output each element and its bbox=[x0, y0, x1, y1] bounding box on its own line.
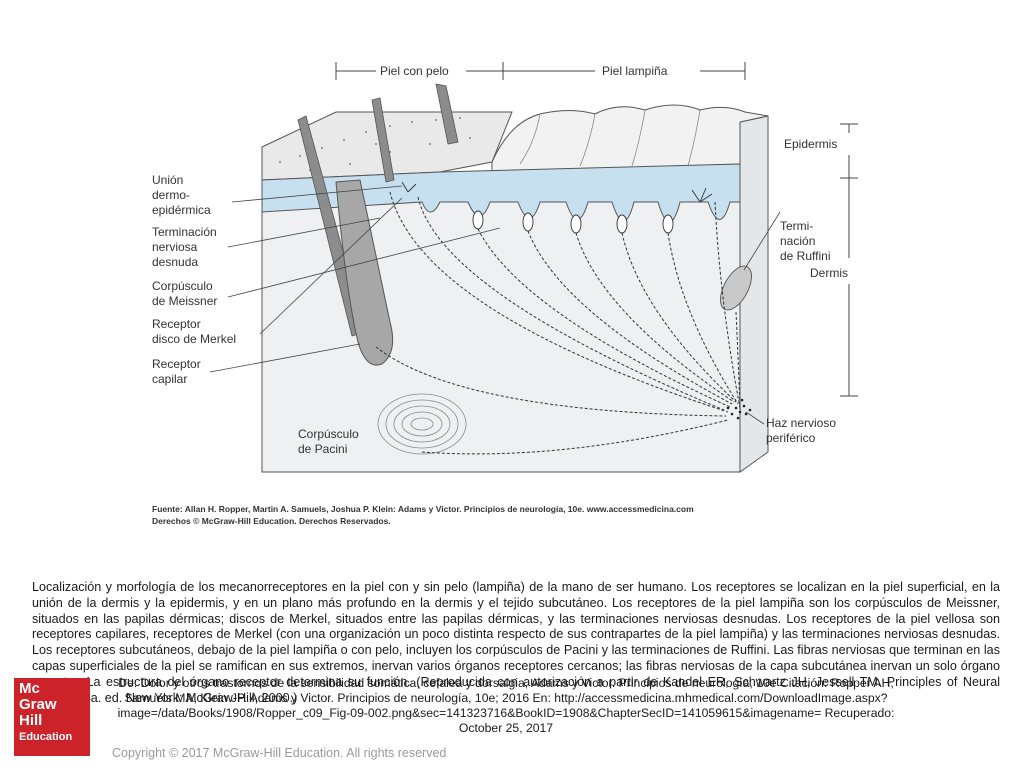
label-merkel-1: Receptor bbox=[152, 317, 201, 331]
label-epidermis: Epidermis bbox=[784, 137, 837, 151]
label-free-ending-1: Terminación bbox=[152, 225, 217, 239]
label-hairy-skin: Piel con pelo bbox=[380, 64, 449, 78]
figure-source-line-1: Fuente: Allan H. Ropper, Martin A. Samue… bbox=[152, 504, 694, 514]
label-nerve-bundle-1: Haz nervioso bbox=[766, 416, 836, 430]
label-ruffini-1: Termi- bbox=[780, 219, 813, 233]
label-merkel-2: disco de Merkel bbox=[152, 332, 236, 346]
logo-line-2: Graw bbox=[19, 696, 57, 713]
free-nerve-endings bbox=[401, 181, 713, 203]
logo-line-4: Education bbox=[19, 731, 73, 743]
label-junction-3: epidérmica bbox=[152, 203, 211, 217]
logo-line-1: Mc bbox=[19, 680, 40, 697]
figure-source-line-2: Derechos © McGraw-Hill Education. Derech… bbox=[152, 516, 391, 526]
label-junction-1: Unión bbox=[152, 173, 183, 187]
figure-citation: De: Dolor y otros trastornos de la sensi… bbox=[117, 676, 895, 735]
copyright-notice: Copyright © 2017 McGraw-Hill Education. … bbox=[112, 746, 447, 760]
pacinian-corpuscle bbox=[377, 393, 467, 455]
skin-mechanoreceptor-diagram: Piel con pelo Piel lampiña bbox=[152, 62, 858, 526]
label-hair-receptor-2: capilar bbox=[152, 372, 187, 386]
label-pacini-1: Corpúsculo bbox=[298, 427, 359, 441]
peripheral-nerve-bundle bbox=[726, 398, 752, 420]
label-free-ending-3: desnuda bbox=[152, 255, 198, 269]
right-leader-lines bbox=[743, 211, 781, 425]
label-meissner-2: de Meissner bbox=[152, 294, 217, 308]
label-free-ending-2: nerviosa bbox=[152, 240, 198, 254]
label-ruffini-3: de Ruffini bbox=[780, 249, 830, 263]
meissner-corpuscles bbox=[472, 210, 674, 234]
nerve-fibers bbox=[375, 191, 741, 455]
label-junction-2: dermo- bbox=[152, 188, 190, 202]
mcgraw-hill-education-logo: Mc Graw Hill Education bbox=[14, 678, 90, 756]
label-nerve-bundle-2: periférico bbox=[766, 431, 816, 445]
glabrous-skin-ridges bbox=[491, 104, 769, 173]
label-hair-receptor-1: Receptor bbox=[152, 357, 201, 371]
top-dimension-brackets bbox=[335, 62, 746, 80]
label-ruffini-2: nación bbox=[780, 234, 815, 248]
label-pacini-2: de Pacini bbox=[298, 442, 347, 456]
epidermis-stipple bbox=[279, 117, 471, 171]
figure-caption: Localización y morfología de los mecanor… bbox=[32, 580, 1000, 705]
right-dimension-brackets bbox=[840, 123, 858, 397]
label-meissner-1: Corpúsculo bbox=[152, 279, 213, 293]
left-leader-lines bbox=[209, 185, 501, 373]
label-dermis: Dermis bbox=[810, 266, 848, 280]
logo-line-3: Hill bbox=[19, 712, 43, 729]
glabrous-ridge-lines bbox=[519, 109, 701, 167]
label-glabrous-skin: Piel lampiña bbox=[602, 64, 668, 78]
hair-follicle bbox=[335, 179, 394, 366]
